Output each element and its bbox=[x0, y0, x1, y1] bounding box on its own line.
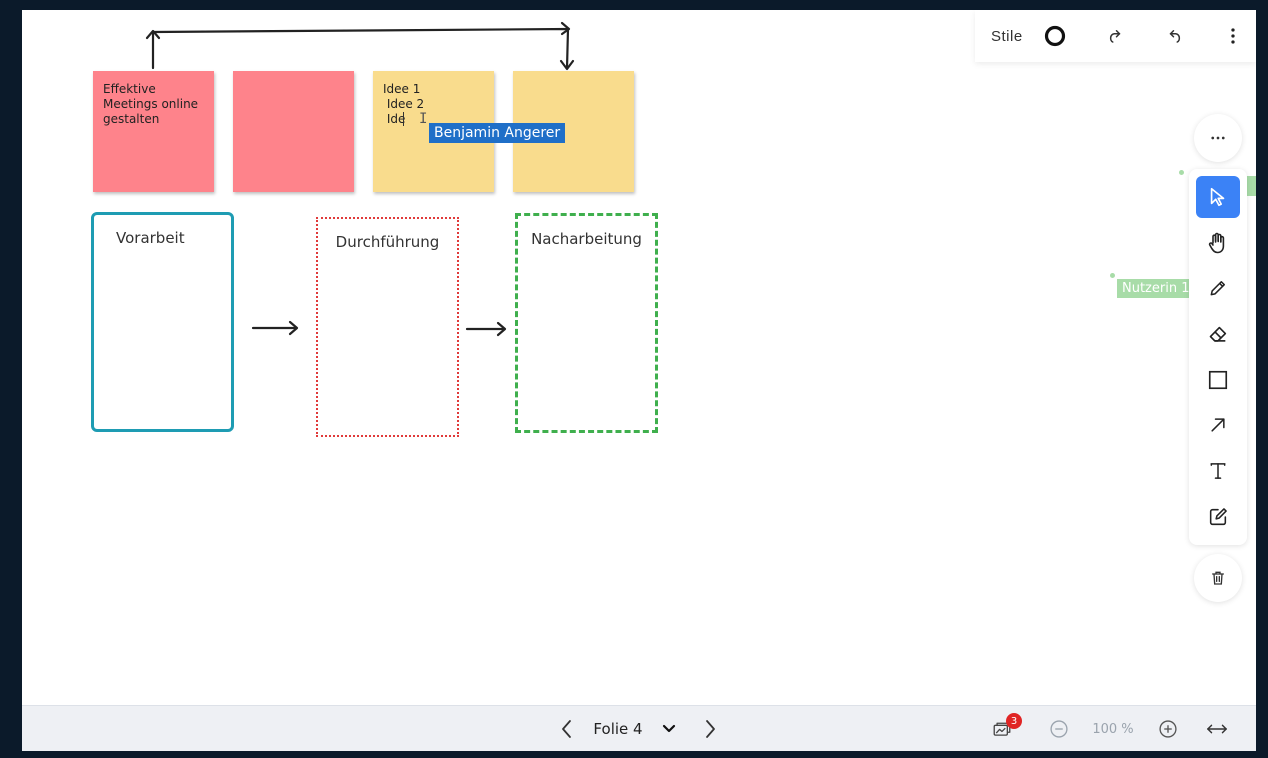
text-caret bbox=[403, 112, 404, 126]
sticky-3-line-2: Idee 2 bbox=[383, 97, 425, 111]
previous-slide-button[interactable] bbox=[552, 706, 582, 751]
sticky-3-line-3: Ide bbox=[383, 112, 406, 126]
undo-button[interactable] bbox=[1155, 16, 1195, 56]
frame-durchfuehrung[interactable]: Durchführung bbox=[316, 217, 459, 437]
more-tools-button[interactable] bbox=[1194, 114, 1242, 162]
edit-note-icon bbox=[1209, 508, 1227, 526]
remote-user-label-2 bbox=[1244, 176, 1256, 196]
frame-label-durchfuehrung: Durchführung bbox=[335, 233, 440, 251]
stroke-style-button[interactable] bbox=[1035, 16, 1075, 56]
whiteboard-app: Effektive Meetings online gestalten Idee… bbox=[22, 10, 1256, 751]
fit-width-icon bbox=[1207, 724, 1227, 734]
remote-cursor-dot-2 bbox=[1179, 170, 1184, 175]
arrow-icon bbox=[1211, 418, 1225, 432]
trash-icon bbox=[1212, 571, 1224, 585]
eraser-tool-button[interactable] bbox=[1196, 313, 1240, 355]
styles-button[interactable]: Stile bbox=[991, 27, 1023, 45]
more-options-button[interactable] bbox=[1213, 16, 1253, 56]
fit-width-button[interactable] bbox=[1202, 706, 1232, 751]
slide-dropdown-button[interactable] bbox=[656, 706, 682, 751]
next-slide-button[interactable] bbox=[695, 706, 725, 751]
chevron-left-icon bbox=[562, 720, 571, 738]
pencil-icon bbox=[1210, 281, 1225, 296]
more-vertical-icon bbox=[1231, 28, 1235, 44]
hand-tool-button[interactable] bbox=[1196, 222, 1240, 264]
zoom-out-icon bbox=[1050, 720, 1068, 738]
zoom-in-icon bbox=[1159, 720, 1177, 738]
eraser-icon bbox=[1209, 326, 1227, 342]
stroke-style-icon bbox=[1044, 25, 1065, 47]
zoom-out-button[interactable] bbox=[1046, 706, 1072, 751]
collaborator-cursor-label: Benjamin Angerer bbox=[429, 123, 566, 143]
sticky-note-2[interactable] bbox=[233, 71, 354, 192]
tool-panel bbox=[1189, 169, 1247, 545]
ibeam-cursor-icon: I bbox=[419, 111, 428, 127]
text-icon bbox=[1210, 463, 1226, 479]
arrow-tool-button[interactable] bbox=[1196, 404, 1240, 446]
select-tool-button[interactable] bbox=[1196, 176, 1240, 218]
sticky-1-line-3: gestalten bbox=[103, 112, 160, 126]
note-tool-button[interactable] bbox=[1196, 496, 1240, 538]
sticky-note-1[interactable]: Effektive Meetings online gestalten bbox=[93, 71, 214, 192]
sticky-3-line-1: Idee 1 bbox=[383, 82, 421, 96]
select-pointer-icon bbox=[1210, 187, 1225, 207]
sticky-1-line-2: Meetings online bbox=[103, 97, 199, 111]
redo-button[interactable] bbox=[1095, 16, 1135, 56]
remote-cursor-dot bbox=[1110, 273, 1115, 278]
frame-nacharbeitung[interactable]: Nacharbeitung bbox=[515, 213, 658, 433]
bottom-bar: Folie 4 3 100 % bbox=[22, 705, 1256, 751]
top-toolbar: Stile bbox=[975, 10, 1256, 62]
slide-label: Folie 4 bbox=[593, 720, 643, 738]
canvas-board[interactable]: Effektive Meetings online gestalten Idee… bbox=[22, 10, 1256, 705]
frame-vorarbeit[interactable]: Vorarbeit bbox=[91, 212, 234, 432]
slide-selector[interactable]: Folie 4 bbox=[588, 706, 648, 751]
connector-arrow-top bbox=[151, 27, 570, 70]
delete-button[interactable] bbox=[1194, 554, 1242, 602]
hand-icon bbox=[1208, 232, 1225, 254]
frame-label-vorarbeit: Vorarbeit bbox=[116, 229, 185, 247]
zoom-level-text: 100 % bbox=[1092, 721, 1134, 737]
text-tool-button[interactable] bbox=[1196, 450, 1240, 492]
remote-user-label: Nutzerin 1 bbox=[1117, 279, 1197, 298]
rectangle-tool-button[interactable] bbox=[1196, 359, 1240, 401]
chevron-down-icon bbox=[662, 724, 676, 733]
undo-icon bbox=[1169, 30, 1180, 43]
pencil-tool-button[interactable] bbox=[1196, 267, 1240, 309]
rectangle-icon bbox=[1208, 370, 1228, 390]
frame-label-nacharbeitung: Nacharbeitung bbox=[531, 230, 642, 248]
chevron-right-icon bbox=[706, 720, 715, 738]
more-horizontal-icon bbox=[1211, 136, 1225, 140]
zoom-level: 100 % bbox=[1086, 706, 1140, 751]
sticky-1-line-1: Effektive bbox=[103, 82, 156, 96]
sticky-note-3[interactable]: Idee 1 Idee 2 Ide bbox=[373, 71, 494, 192]
redo-icon bbox=[1109, 30, 1120, 43]
notification-badge: 3 bbox=[1006, 713, 1022, 729]
zoom-in-button[interactable] bbox=[1155, 706, 1181, 751]
